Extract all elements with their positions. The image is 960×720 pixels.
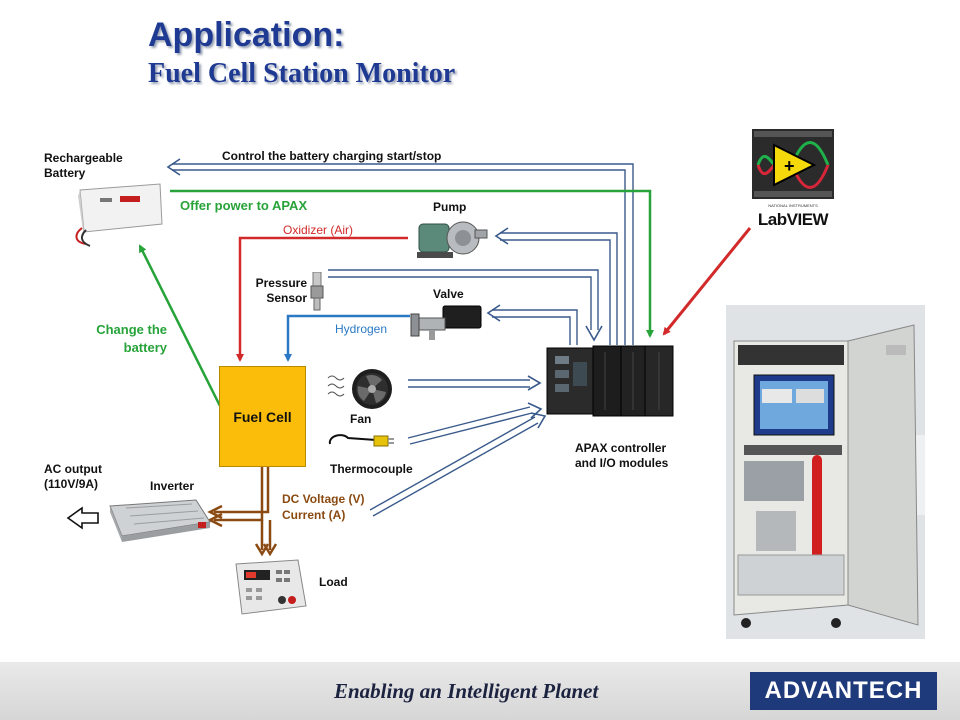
svg-text:+: + bbox=[784, 156, 795, 176]
valve-control-arrow bbox=[486, 304, 578, 345]
fuelcell-to-load-arrow bbox=[254, 520, 278, 557]
pressure-sensor-label: Pressure Sensor bbox=[255, 276, 307, 305]
pump-icon bbox=[417, 221, 488, 258]
advantech-logo: ADVANTECH bbox=[750, 672, 937, 710]
current-label: Current (A) bbox=[282, 508, 346, 522]
fan-signal-arrow bbox=[408, 375, 542, 391]
offer-power-arrow bbox=[170, 189, 654, 338]
station-cabinet-photo bbox=[726, 305, 925, 639]
hydrogen-label: Hydrogen bbox=[335, 322, 388, 336]
change-battery-label: Change the battery bbox=[96, 322, 167, 355]
fuel-cell-block: Fuel Cell bbox=[219, 366, 306, 467]
valve-label: Valve bbox=[433, 287, 464, 301]
dc-measure-arrow bbox=[369, 412, 547, 517]
labview-icon: + bbox=[752, 129, 834, 199]
offer-power-label: Offer power to APAX bbox=[180, 198, 308, 213]
pump-control-arrow bbox=[494, 227, 618, 345]
control-battery-label: Control the battery charging start/stop bbox=[222, 149, 442, 163]
labview-logo: + NATIONAL INSTRUMENTS LabVIEW bbox=[752, 129, 834, 241]
inverter-icon bbox=[109, 499, 211, 542]
dc-voltage-label: DC Voltage (V) bbox=[282, 492, 365, 506]
change-battery-arrow bbox=[138, 244, 224, 411]
pressure-sensor-icon bbox=[310, 272, 324, 311]
slide-subtitle: Fuel Cell Station Monitor bbox=[148, 58, 456, 89]
ac-output-label: AC output (110V/9A) bbox=[44, 462, 102, 491]
pressure-sensor-arrow bbox=[328, 269, 603, 342]
fuel-cell-label: Fuel Cell bbox=[233, 408, 292, 425]
ac-output-arrow bbox=[66, 506, 99, 530]
load-label: Load bbox=[319, 575, 348, 589]
control-battery-arrow bbox=[166, 158, 634, 345]
thermocouple-signal-arrow bbox=[407, 402, 543, 445]
battery-label: Rechargeable Battery bbox=[44, 151, 123, 180]
slide-title: Application: bbox=[148, 16, 345, 54]
apax-label: APAX controller and I/O modules bbox=[575, 441, 669, 470]
thermocouple-icon bbox=[328, 434, 394, 447]
labview-wordmark: LabVIEW bbox=[757, 210, 829, 229]
valve-icon bbox=[410, 305, 482, 340]
fuelcell-to-inverter-arrow bbox=[207, 467, 270, 528]
apax-controller-icon bbox=[546, 345, 674, 417]
battery-icon bbox=[75, 183, 163, 247]
labview-to-apax-arrow bbox=[662, 227, 752, 336]
labview-vendor: NATIONAL INSTRUMENTS bbox=[768, 203, 818, 208]
oxidizer-arrow bbox=[236, 236, 408, 362]
fan-icon bbox=[327, 369, 392, 409]
thermocouple-label: Thermocouple bbox=[330, 462, 413, 476]
footer-tagline: Enabling an Intelligent Planet bbox=[334, 679, 599, 703]
inverter-label: Inverter bbox=[150, 479, 195, 493]
pump-label: Pump bbox=[433, 200, 467, 214]
oxidizer-label: Oxidizer (Air) bbox=[283, 223, 354, 237]
hydrogen-arrow bbox=[284, 314, 410, 362]
load-icon bbox=[235, 559, 307, 615]
cabinet-illustration bbox=[726, 305, 925, 639]
fan-label: Fan bbox=[350, 412, 372, 426]
